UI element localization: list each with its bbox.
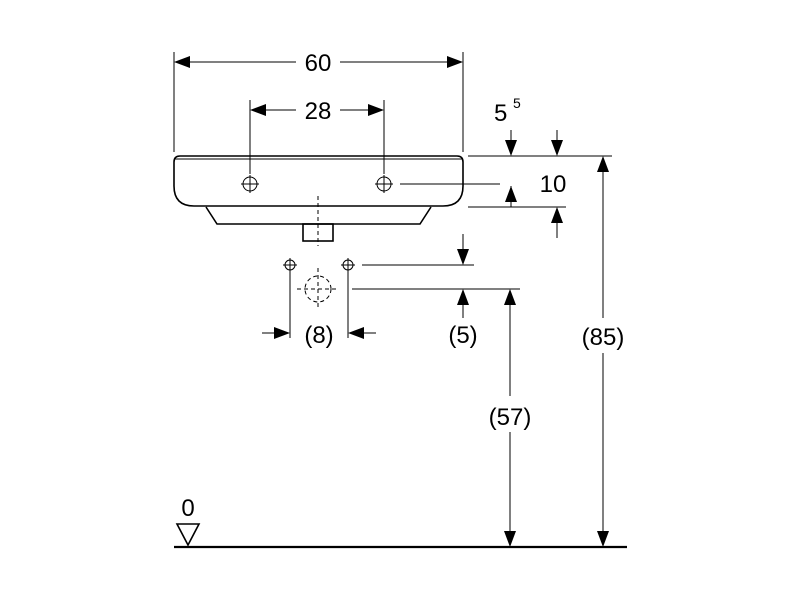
dim-width-total-label: 60 xyxy=(305,50,332,77)
dim-hole-spacing: 28 xyxy=(249,98,385,174)
dim-supply-spacing: (8) xyxy=(262,322,376,349)
dim-rim-height-total-label: (85) xyxy=(582,324,625,351)
drain-outlet xyxy=(297,268,339,310)
dim-supply-spacing-label: (8) xyxy=(304,322,333,349)
tap-hole-left xyxy=(241,175,259,193)
dim-rim-height-superscript: 5 xyxy=(513,95,521,111)
dim-bowl-depth: 10 xyxy=(540,130,567,238)
dim-bowl-depth-label: 10 xyxy=(540,171,567,198)
dim-supply-offset-label: (5) xyxy=(448,322,477,349)
dim-rim-height: 5 5 xyxy=(494,95,521,207)
dim-rim-height-total: (85) xyxy=(582,156,625,547)
supply-left xyxy=(283,258,297,338)
dim-drain-height-label: (57) xyxy=(489,404,532,431)
washbasin xyxy=(173,155,464,242)
dim-hole-spacing-label: 28 xyxy=(305,98,332,125)
supply-right xyxy=(341,258,355,338)
tap-hole-right xyxy=(375,175,393,193)
floor-level-marker: 0 xyxy=(175,495,201,547)
dim-rim-height-label: 5 xyxy=(494,100,507,127)
dim-supply-offset: (5) xyxy=(448,234,478,349)
dim-drain-height: (57) xyxy=(489,289,532,547)
dim-width-total: 60 xyxy=(173,50,464,152)
floor-level-label: 0 xyxy=(181,495,194,522)
